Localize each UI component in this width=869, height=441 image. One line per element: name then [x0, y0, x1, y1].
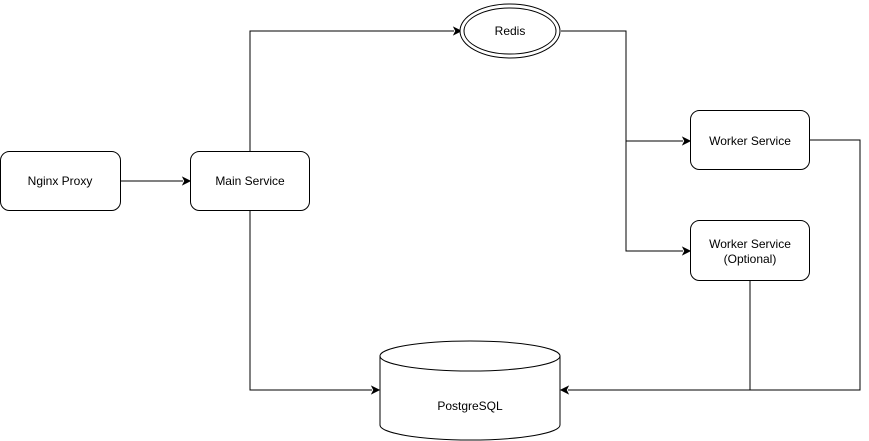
postgresql-cylinder-body [379, 355, 561, 441]
arrowhead-main-to-postgres [370, 385, 381, 395]
main-service-label: Main Service [215, 174, 285, 188]
worker-service-optional-label-line1: Worker Service [709, 237, 791, 251]
arrowhead-redis-to-worker [681, 136, 692, 146]
edge-main-to-redis [249, 30, 454, 151]
main-service-box [190, 151, 310, 211]
arrowhead-worker-to-postgres [559, 385, 570, 395]
arrowhead-redis-to-worker-optional [681, 246, 692, 256]
edge-redis-to-worker [561, 30, 683, 142]
main-service-node[interactable]: Main Service [190, 151, 310, 211]
postgresql-cylinder-top [379, 340, 561, 372]
redis-label: Redis [495, 24, 526, 38]
worker-service-box [690, 110, 810, 170]
edge-main-to-postgres [249, 211, 372, 391]
worker-service-optional-box [690, 220, 810, 281]
arrowhead-nginx-to-main [181, 176, 192, 186]
edges [120, 26, 861, 395]
redis-node[interactable]: Redis [459, 3, 561, 59]
nginx-proxy-node[interactable]: Nginx Proxy [0, 151, 121, 211]
redis-inner-ellipse [463, 7, 557, 55]
worker-service-node[interactable]: Worker Service [690, 110, 810, 170]
postgresql-node[interactable]: PostgreSQL [379, 340, 561, 441]
worker-service-label: Worker Service [709, 134, 791, 148]
edge-worker-to-postgres [568, 139, 861, 391]
nginx-proxy-box [0, 151, 121, 211]
nginx-proxy-label: Nginx Proxy [28, 174, 93, 188]
postgresql-label: PostgreSQL [437, 399, 503, 413]
arrowhead-main-to-redis [452, 26, 463, 36]
worker-service-optional-label-line2: (Optional) [724, 252, 777, 266]
edge-redis-to-worker-optional [625, 141, 683, 252]
worker-service-optional-node[interactable]: Worker Service (Optional) [690, 220, 810, 281]
